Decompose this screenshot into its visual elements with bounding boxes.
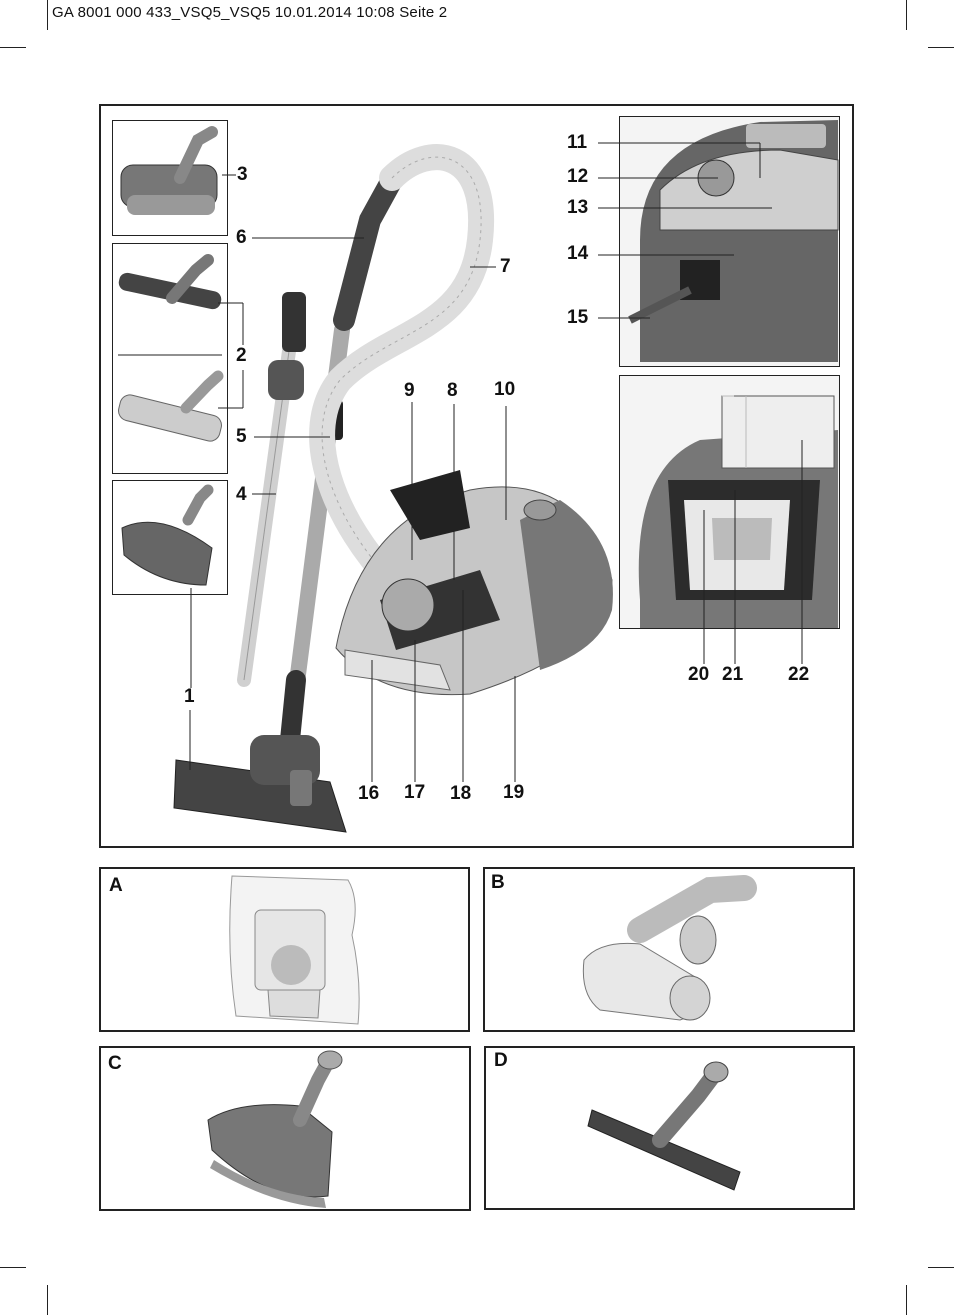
panel-a-frame [99,867,470,1032]
handle-drawing [333,169,403,331]
callout-9: 9 [404,380,415,401]
crop-mark [47,1285,48,1315]
callout-5: 5 [236,426,247,447]
panel-c-frame [99,1046,471,1211]
panel-d-frame [484,1046,855,1210]
callout-14: 14 [567,243,589,264]
callout-3: 3 [237,164,248,185]
crop-mark [906,1285,907,1315]
panel-a-label: A [109,875,123,896]
crop-mark [0,47,26,48]
panel-c-label: C [108,1053,122,1074]
crop-mark [928,47,954,48]
turbo-brush-thumb-icon [120,126,218,215]
extension-tube-drawing [237,292,306,687]
callout-20: 20 [688,664,710,685]
dust-bag-icon [229,875,360,1025]
panel-d-label: D [494,1050,508,1071]
callout-8: 8 [447,380,458,401]
callout-10: 10 [494,379,516,400]
callout-13: 13 [567,197,589,218]
panel-b-label: B [491,872,505,893]
crop-mark [928,1267,954,1268]
callout-11: 11 [567,132,588,153]
upholstery-nozzle-thumb-icon [121,484,214,586]
callout-22: 22 [788,664,810,685]
callout-21: 21 [722,664,744,685]
floor-nozzle-thumb-icon [118,254,222,310]
vacuum-body-drawing [335,470,613,696]
callout-17: 17 [404,782,426,803]
callout-16: 16 [358,783,380,804]
callout-19: 19 [503,782,525,803]
turbo-floor-brush-icon [207,1050,343,1208]
crop-mark [906,0,907,30]
callout-12: 12 [567,166,589,187]
top-controls-detail-drawing [628,120,839,362]
callout-7: 7 [500,256,511,277]
crop-mark [0,1267,26,1268]
floor-nozzle-drawing [173,735,347,833]
parquet-nozzle-thumb-icon [118,370,224,442]
callout-1: 1 [184,686,195,707]
callout-4: 4 [236,484,247,505]
callout-15: 15 [567,307,589,328]
panel-b-frame [483,867,855,1032]
mini-turbo-brush-icon [582,875,757,1021]
open-compartment-detail-drawing [638,395,838,628]
callout-2: 2 [236,345,247,366]
hard-floor-nozzle-icon [587,1061,741,1191]
main-figure-frame [99,104,854,848]
callout-18: 18 [450,783,472,804]
document-header: GA 8001 000 433_VSQ5_VSQ5 10.01.2014 10:… [52,4,448,21]
crop-mark [47,0,48,30]
callout-6: 6 [236,227,247,248]
